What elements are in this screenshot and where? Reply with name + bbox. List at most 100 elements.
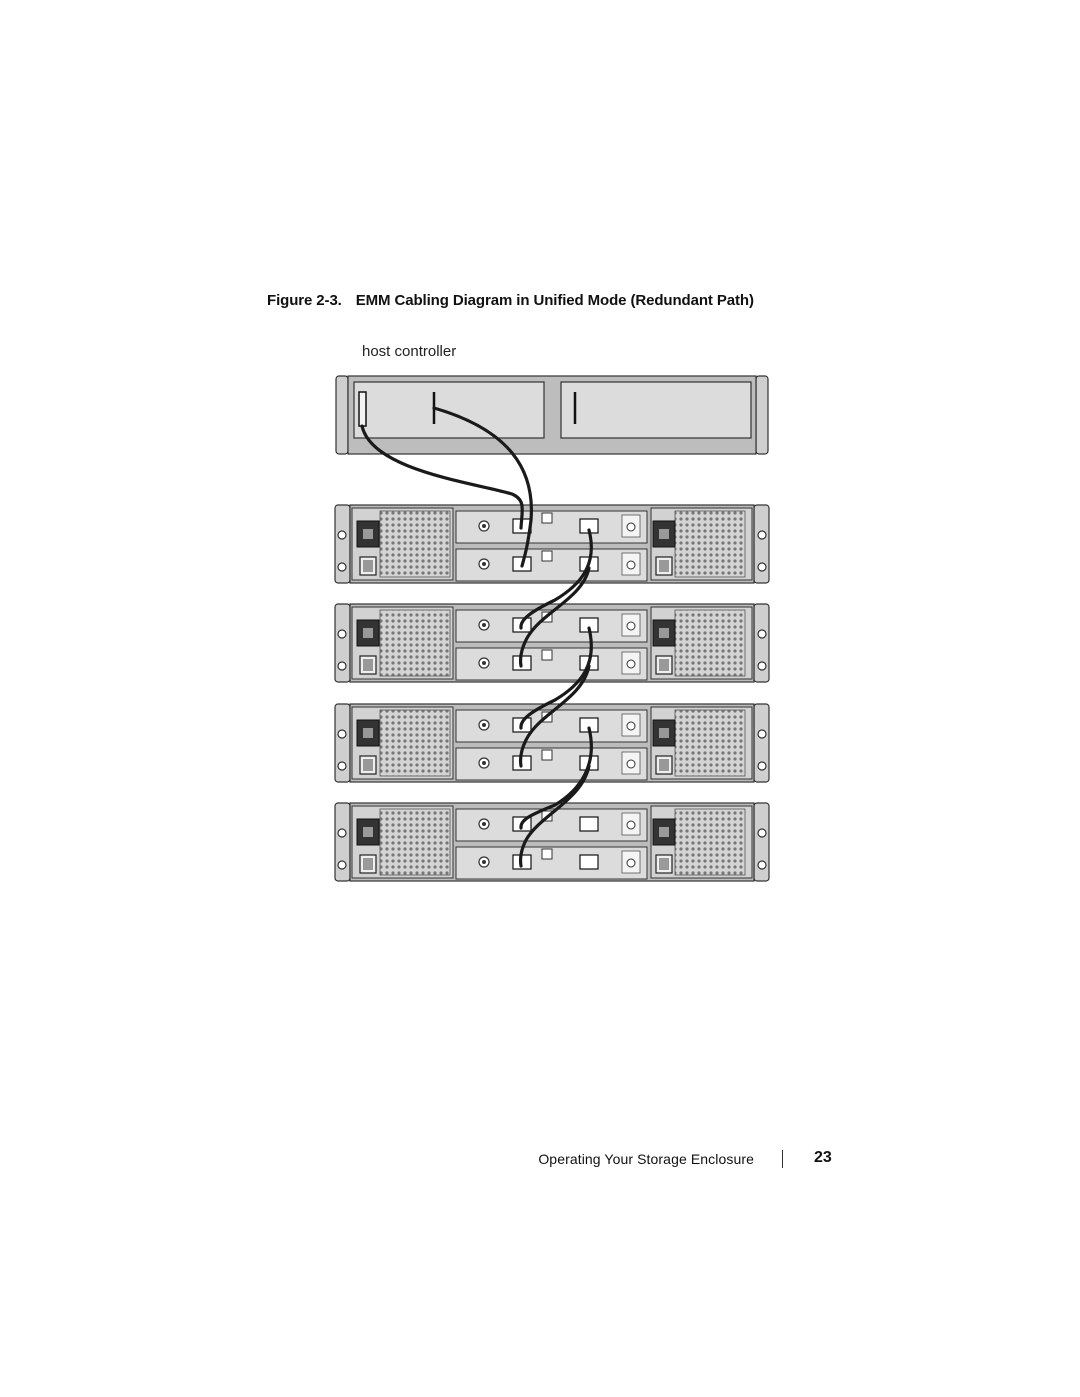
power-supply-left xyxy=(351,606,454,680)
power-inlet-pins xyxy=(363,728,373,738)
host-controller xyxy=(335,375,769,455)
host-controller-label: host controller xyxy=(362,343,457,360)
figure-number: Figure 2-3. xyxy=(267,292,342,309)
emm-module-2 xyxy=(455,846,648,880)
emm-thumbscrew-center xyxy=(482,562,486,566)
sas-out-port xyxy=(579,854,599,870)
ear-screw-icon xyxy=(337,562,347,572)
emm-mode-switch-icon xyxy=(626,721,636,731)
power-inlet-pins xyxy=(659,827,669,837)
emm-status-led xyxy=(541,512,553,524)
cable-e3emm2-out-to-e4emm2-in xyxy=(518,764,591,868)
page-number: 23 xyxy=(814,1149,832,1166)
sas-cables xyxy=(360,406,593,868)
enclosure-1 xyxy=(334,504,770,584)
ear-screw-icon xyxy=(757,530,767,540)
cable-host-to-enclosure1-emm2 xyxy=(432,406,534,568)
ear-screw-icon xyxy=(337,860,347,870)
emm-status-led xyxy=(541,550,553,562)
sas-out-port xyxy=(579,816,599,832)
power-switch-rocker xyxy=(363,659,373,671)
power-inlet-pins xyxy=(363,628,373,638)
ear-screw-icon xyxy=(757,629,767,639)
host-left-ear xyxy=(335,375,349,455)
emm-mode-switch-icon xyxy=(626,621,636,631)
emm-status-led xyxy=(541,848,553,860)
ear-screw-icon xyxy=(757,761,767,771)
storage-enclosures xyxy=(334,504,770,882)
power-supply-left xyxy=(351,805,454,879)
emm-thumbscrew-center xyxy=(482,822,486,826)
fan-vent-grille xyxy=(674,709,746,777)
ear-screw-icon xyxy=(337,729,347,739)
emm-mode-switch-icon xyxy=(626,522,636,532)
fan-vent-grille xyxy=(674,808,746,876)
emm-mode-switch-icon xyxy=(626,858,636,868)
ear-screw-icon xyxy=(757,860,767,870)
power-inlet-pins xyxy=(363,827,373,837)
emm-module-2 xyxy=(455,647,648,681)
emm-mode-switch-icon xyxy=(626,560,636,570)
power-switch-rocker xyxy=(363,560,373,572)
fan-vent-grille xyxy=(674,609,746,677)
power-inlet-pins xyxy=(659,728,669,738)
cable-e2emm2-out-to-e3emm2-in xyxy=(518,664,591,768)
figure-title: EMM Cabling Diagram in Unified Mode (Red… xyxy=(355,292,754,309)
emm-thumbscrew-center xyxy=(482,623,486,627)
emm-mode-switch-icon xyxy=(626,659,636,669)
emm-mode-switch-icon xyxy=(626,759,636,769)
fan-vent-grille xyxy=(379,808,451,876)
emm-thumbscrew-center xyxy=(482,860,486,864)
enclosure-2 xyxy=(334,603,770,683)
emm-module-2 xyxy=(455,747,648,781)
ear-screw-icon xyxy=(757,828,767,838)
power-switch-rocker xyxy=(659,759,669,771)
emm-module-1 xyxy=(455,709,648,743)
power-inlet-pins xyxy=(659,529,669,539)
emm-module-1 xyxy=(455,609,648,643)
power-supply-left xyxy=(351,706,454,780)
ear-screw-icon xyxy=(337,530,347,540)
power-switch-rocker xyxy=(659,659,669,671)
ear-screw-icon xyxy=(337,828,347,838)
ear-screw-icon xyxy=(757,729,767,739)
host-port-a xyxy=(358,391,367,427)
fan-vent-grille xyxy=(379,709,451,777)
power-supply-right xyxy=(650,507,753,581)
emm-module-2 xyxy=(455,548,648,582)
power-inlet-pins xyxy=(659,628,669,638)
emm-status-led xyxy=(541,749,553,761)
power-switch-rocker xyxy=(363,759,373,771)
power-switch-rocker xyxy=(363,858,373,870)
emm-thumbscrew-center xyxy=(482,761,486,765)
cable-host-to-enclosure1-emm1 xyxy=(360,424,524,530)
host-bay-right xyxy=(560,381,752,439)
cable-e1emm1-out-to-e2emm1-in xyxy=(519,528,593,630)
emm-thumbscrew-center xyxy=(482,661,486,665)
fan-vent-grille xyxy=(379,510,451,578)
ear-screw-icon xyxy=(337,761,347,771)
page-footer: Operating Your Storage Enclosure 23 xyxy=(0,1149,1080,1172)
fan-vent-grille xyxy=(379,609,451,677)
power-supply-right xyxy=(650,706,753,780)
footer-section-title: Operating Your Storage Enclosure xyxy=(538,1151,754,1167)
host-right-ear xyxy=(755,375,769,455)
ear-screw-icon xyxy=(337,629,347,639)
cable-e2emm1-out-to-e3emm1-in xyxy=(519,626,593,730)
emm-mode-switch-icon xyxy=(626,820,636,830)
power-switch-rocker xyxy=(659,560,669,572)
footer-separator xyxy=(782,1150,783,1168)
host-bay-left xyxy=(353,381,545,439)
cable-e1emm2-out-to-e2emm2-in xyxy=(518,566,591,668)
emm-thumbscrew-center xyxy=(482,723,486,727)
power-supply-left xyxy=(351,507,454,581)
ear-screw-icon xyxy=(337,661,347,671)
emm-thumbscrew-center xyxy=(482,524,486,528)
cable-e3emm1-out-to-e4emm1-in xyxy=(519,726,593,830)
ear-screw-icon xyxy=(757,661,767,671)
enclosure-3 xyxy=(334,703,770,783)
fan-vent-grille xyxy=(674,510,746,578)
power-switch-rocker xyxy=(659,858,669,870)
figure-caption: Figure 2-3. EMM Cabling Diagram in Unifie… xyxy=(267,292,754,309)
